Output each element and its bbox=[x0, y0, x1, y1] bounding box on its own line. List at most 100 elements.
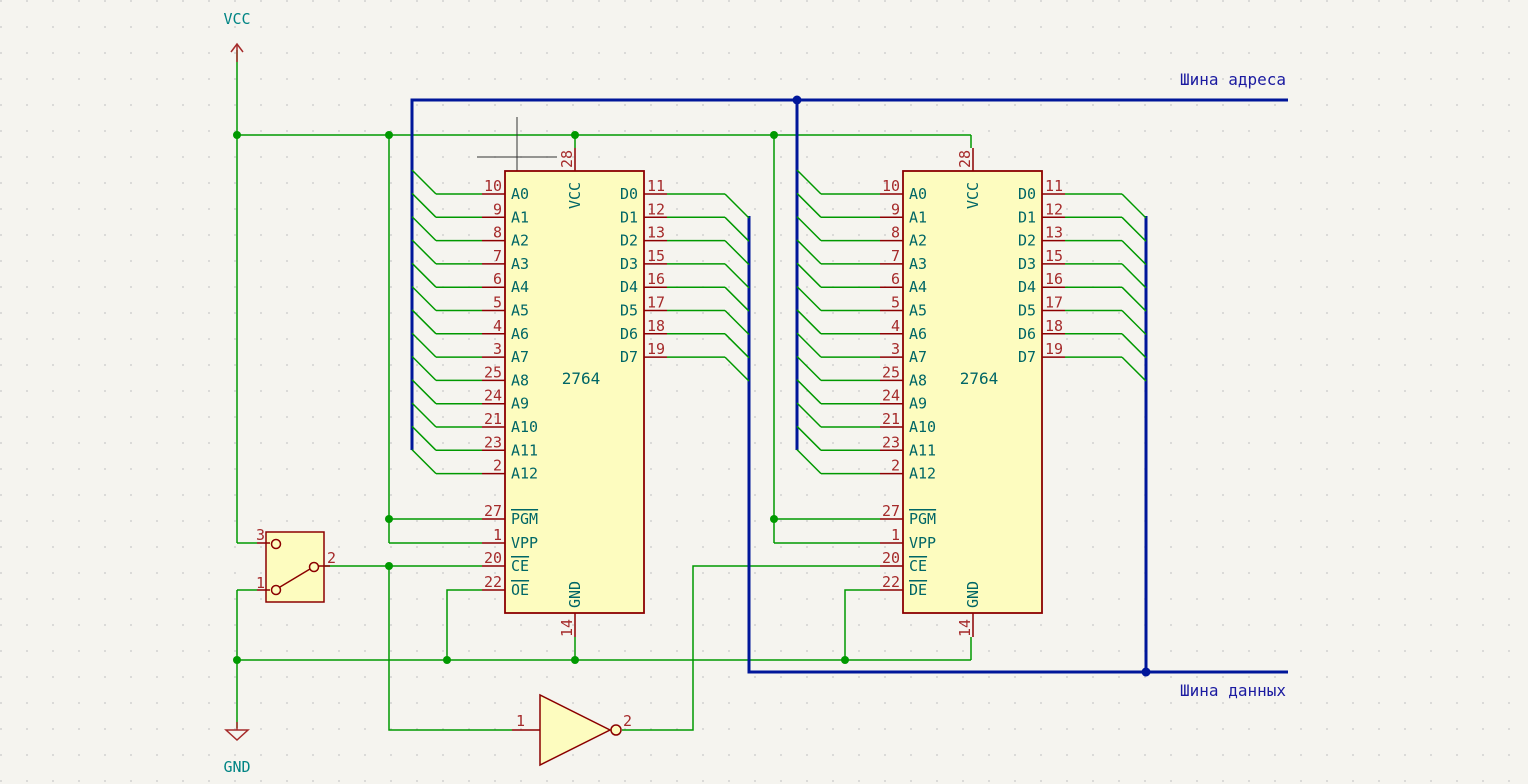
switch-body bbox=[265, 531, 325, 603]
switch-pin-2: 2 bbox=[327, 549, 336, 567]
pin-number: 16 bbox=[1045, 270, 1063, 288]
wire-ce-to-inverter bbox=[388, 566, 512, 731]
gnd-power-symbol bbox=[224, 722, 250, 742]
pin-number: 2 bbox=[891, 457, 900, 475]
pin-name-d1: D1 bbox=[1018, 208, 1036, 226]
pin-number: 27 bbox=[882, 502, 900, 520]
pin-number: 21 bbox=[484, 410, 502, 428]
bus-entry bbox=[796, 309, 822, 335]
pin-name-d4: D4 bbox=[1018, 278, 1036, 296]
pin-name-a5: A5 bbox=[909, 302, 927, 320]
bus-entry bbox=[1121, 216, 1147, 242]
pin-name-d2: D2 bbox=[1018, 232, 1036, 250]
bus-entry bbox=[411, 425, 437, 451]
bus-entry bbox=[1121, 286, 1147, 312]
pin-name-oe: OE bbox=[511, 581, 529, 599]
pin-number: 18 bbox=[647, 317, 665, 335]
gnd-label: GND bbox=[223, 758, 250, 776]
bus-entry bbox=[411, 192, 437, 218]
bus-entry bbox=[411, 332, 437, 358]
pin-number: 16 bbox=[647, 270, 665, 288]
pin-number: 5 bbox=[891, 294, 900, 312]
pin-number: 25 bbox=[882, 363, 900, 381]
pin-name-a3: A3 bbox=[909, 255, 927, 273]
pin-name-de: DE bbox=[909, 581, 927, 599]
bus-entry bbox=[1121, 356, 1147, 382]
bus-entry bbox=[796, 355, 822, 381]
bus-entry bbox=[796, 262, 822, 288]
junction-vcc-774 bbox=[770, 131, 778, 139]
pin-name-d3: D3 bbox=[1018, 255, 1036, 273]
pin-number: 7 bbox=[891, 247, 900, 265]
pin-number: 20 bbox=[484, 549, 502, 567]
bus-entry bbox=[1121, 193, 1147, 219]
wire-inverter-to-ce-chip2 bbox=[622, 565, 880, 731]
pin-number: 8 bbox=[891, 224, 900, 242]
pin-number: 19 bbox=[647, 340, 665, 358]
bus-entry bbox=[724, 286, 750, 312]
pin-name-a10: A10 bbox=[511, 418, 538, 436]
pin-name-a7: A7 bbox=[511, 348, 529, 366]
bus-entry bbox=[724, 309, 750, 336]
pin-number: 12 bbox=[1045, 200, 1063, 218]
bus-entry bbox=[411, 262, 437, 288]
pin-name-a8: A8 bbox=[511, 371, 529, 389]
bus-entry bbox=[796, 216, 822, 242]
pin-number: 3 bbox=[493, 340, 502, 358]
pin-name-a6: A6 bbox=[511, 325, 529, 343]
bus-entry bbox=[1121, 309, 1147, 336]
pin-name-a4: A4 bbox=[511, 278, 529, 296]
inverter-pin-2: 2 bbox=[623, 712, 632, 730]
bus-entry bbox=[796, 425, 822, 451]
pin-name-d7: D7 bbox=[1018, 348, 1036, 366]
pin-number: 6 bbox=[493, 270, 502, 288]
inverter-symbol: 1 2 bbox=[512, 693, 632, 767]
bus-entry bbox=[796, 239, 822, 265]
bus-entry bbox=[796, 332, 822, 358]
pin-number: 11 bbox=[1045, 177, 1063, 195]
pin-name-vpp: VPP bbox=[511, 534, 538, 552]
junction-vcc-575 bbox=[571, 131, 579, 139]
bus-entry bbox=[796, 402, 822, 428]
bus-entry bbox=[411, 239, 437, 265]
pin-name-d1: D1 bbox=[620, 208, 638, 226]
bus-entry bbox=[796, 192, 822, 218]
bus-entry bbox=[411, 402, 437, 428]
pin-name-vcc: VCC bbox=[964, 182, 982, 209]
junction-gnd-575 bbox=[571, 656, 579, 664]
pin-name-a7: A7 bbox=[909, 348, 927, 366]
junction-pgm-chip2 bbox=[770, 515, 778, 523]
bus-entry bbox=[1121, 333, 1147, 359]
pin-name-a2: A2 bbox=[909, 232, 927, 250]
wire-oe-chip1 bbox=[446, 589, 482, 660]
pin-name-a10: A10 bbox=[909, 418, 936, 436]
junction-vcc-237 bbox=[233, 131, 241, 139]
pin-number: 13 bbox=[647, 224, 665, 242]
pin-number: 5 bbox=[493, 294, 502, 312]
junction-gnd-447 bbox=[443, 656, 451, 664]
pin-number: 14 bbox=[558, 619, 576, 637]
junction-gnd-237 bbox=[233, 656, 241, 664]
bus-entry bbox=[411, 169, 437, 195]
pin-name-a3: A3 bbox=[511, 255, 529, 273]
pin-number: 1 bbox=[493, 526, 502, 544]
pin-name-a11: A11 bbox=[511, 441, 538, 459]
pin-name-a1: A1 bbox=[511, 208, 529, 226]
inverter-bubble bbox=[610, 724, 622, 736]
pin-name-vpp: VPP bbox=[909, 534, 936, 552]
switch-contact-3 bbox=[270, 538, 282, 550]
pin-number: 19 bbox=[1045, 340, 1063, 358]
junctions bbox=[233, 95, 1151, 677]
pin-number: 12 bbox=[647, 200, 665, 218]
pin-name-d5: D5 bbox=[620, 302, 638, 320]
switch-pin-3: 3 bbox=[256, 526, 265, 544]
pin-name-ce: CE bbox=[909, 557, 927, 575]
junction-address-bus bbox=[792, 95, 802, 105]
bus-entry bbox=[411, 285, 437, 312]
switch-contact-2 bbox=[308, 561, 320, 573]
